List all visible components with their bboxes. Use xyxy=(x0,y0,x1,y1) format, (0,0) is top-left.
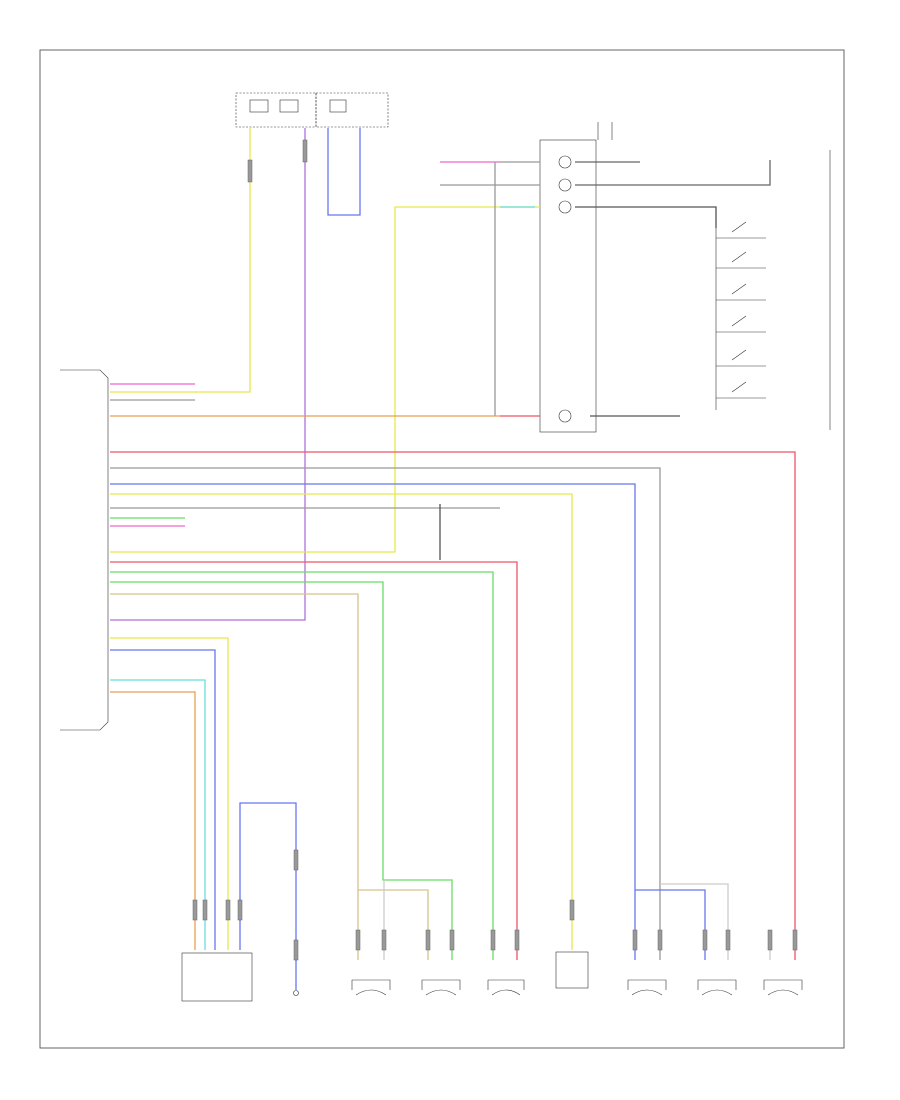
left-rear-speaker xyxy=(763,979,803,996)
relay-box-left xyxy=(235,92,317,128)
wire-yellow-top xyxy=(110,128,251,393)
wire-yellow-center xyxy=(110,493,573,950)
right-front-speaker xyxy=(351,979,391,996)
antenna-connector-2 xyxy=(558,178,572,192)
wire-blue-right xyxy=(110,483,636,960)
wire-dark-antenna-2 xyxy=(575,160,771,186)
mic-unit xyxy=(181,952,253,1002)
antenna-connector-1 xyxy=(558,155,572,169)
wire-gray-bridge xyxy=(660,883,729,960)
diagram-frame xyxy=(39,49,845,1049)
wire-yellow-mic xyxy=(110,637,229,950)
left-front-tweeter xyxy=(697,979,737,996)
wire-tan-front xyxy=(110,593,359,960)
head-unit xyxy=(60,369,109,731)
wire-green-rear xyxy=(110,571,494,960)
wire-red-right xyxy=(110,451,796,960)
wire-green-tweeter xyxy=(110,581,453,960)
wire-blue-loop xyxy=(327,128,361,216)
switch-panel xyxy=(715,150,831,430)
relay-box-right xyxy=(315,92,389,128)
wire-orange-mic xyxy=(110,691,196,950)
wire-blue-bridge xyxy=(635,889,706,960)
wire-purple-ground xyxy=(239,802,297,990)
wire-gray-right xyxy=(110,467,661,960)
wire-red-rear xyxy=(110,561,518,960)
center-unit xyxy=(555,951,589,989)
wire-blue-mic xyxy=(110,649,216,950)
wire-purple-top xyxy=(110,128,306,621)
wire-yellow-antenna xyxy=(110,206,540,553)
left-front-speaker xyxy=(627,979,667,996)
wire-tan-bridge xyxy=(358,889,429,960)
connector-stubs xyxy=(192,139,798,961)
right-rear-speaker xyxy=(487,979,525,996)
antenna-connector-3 xyxy=(558,200,572,214)
wire-cyan-mic xyxy=(110,679,206,950)
ground-point xyxy=(293,990,299,996)
wire-dark-switch xyxy=(575,206,717,228)
antenna-connector-4 xyxy=(558,409,572,423)
right-front-tweeter xyxy=(421,979,461,996)
antenna-unit-upper xyxy=(539,122,613,433)
